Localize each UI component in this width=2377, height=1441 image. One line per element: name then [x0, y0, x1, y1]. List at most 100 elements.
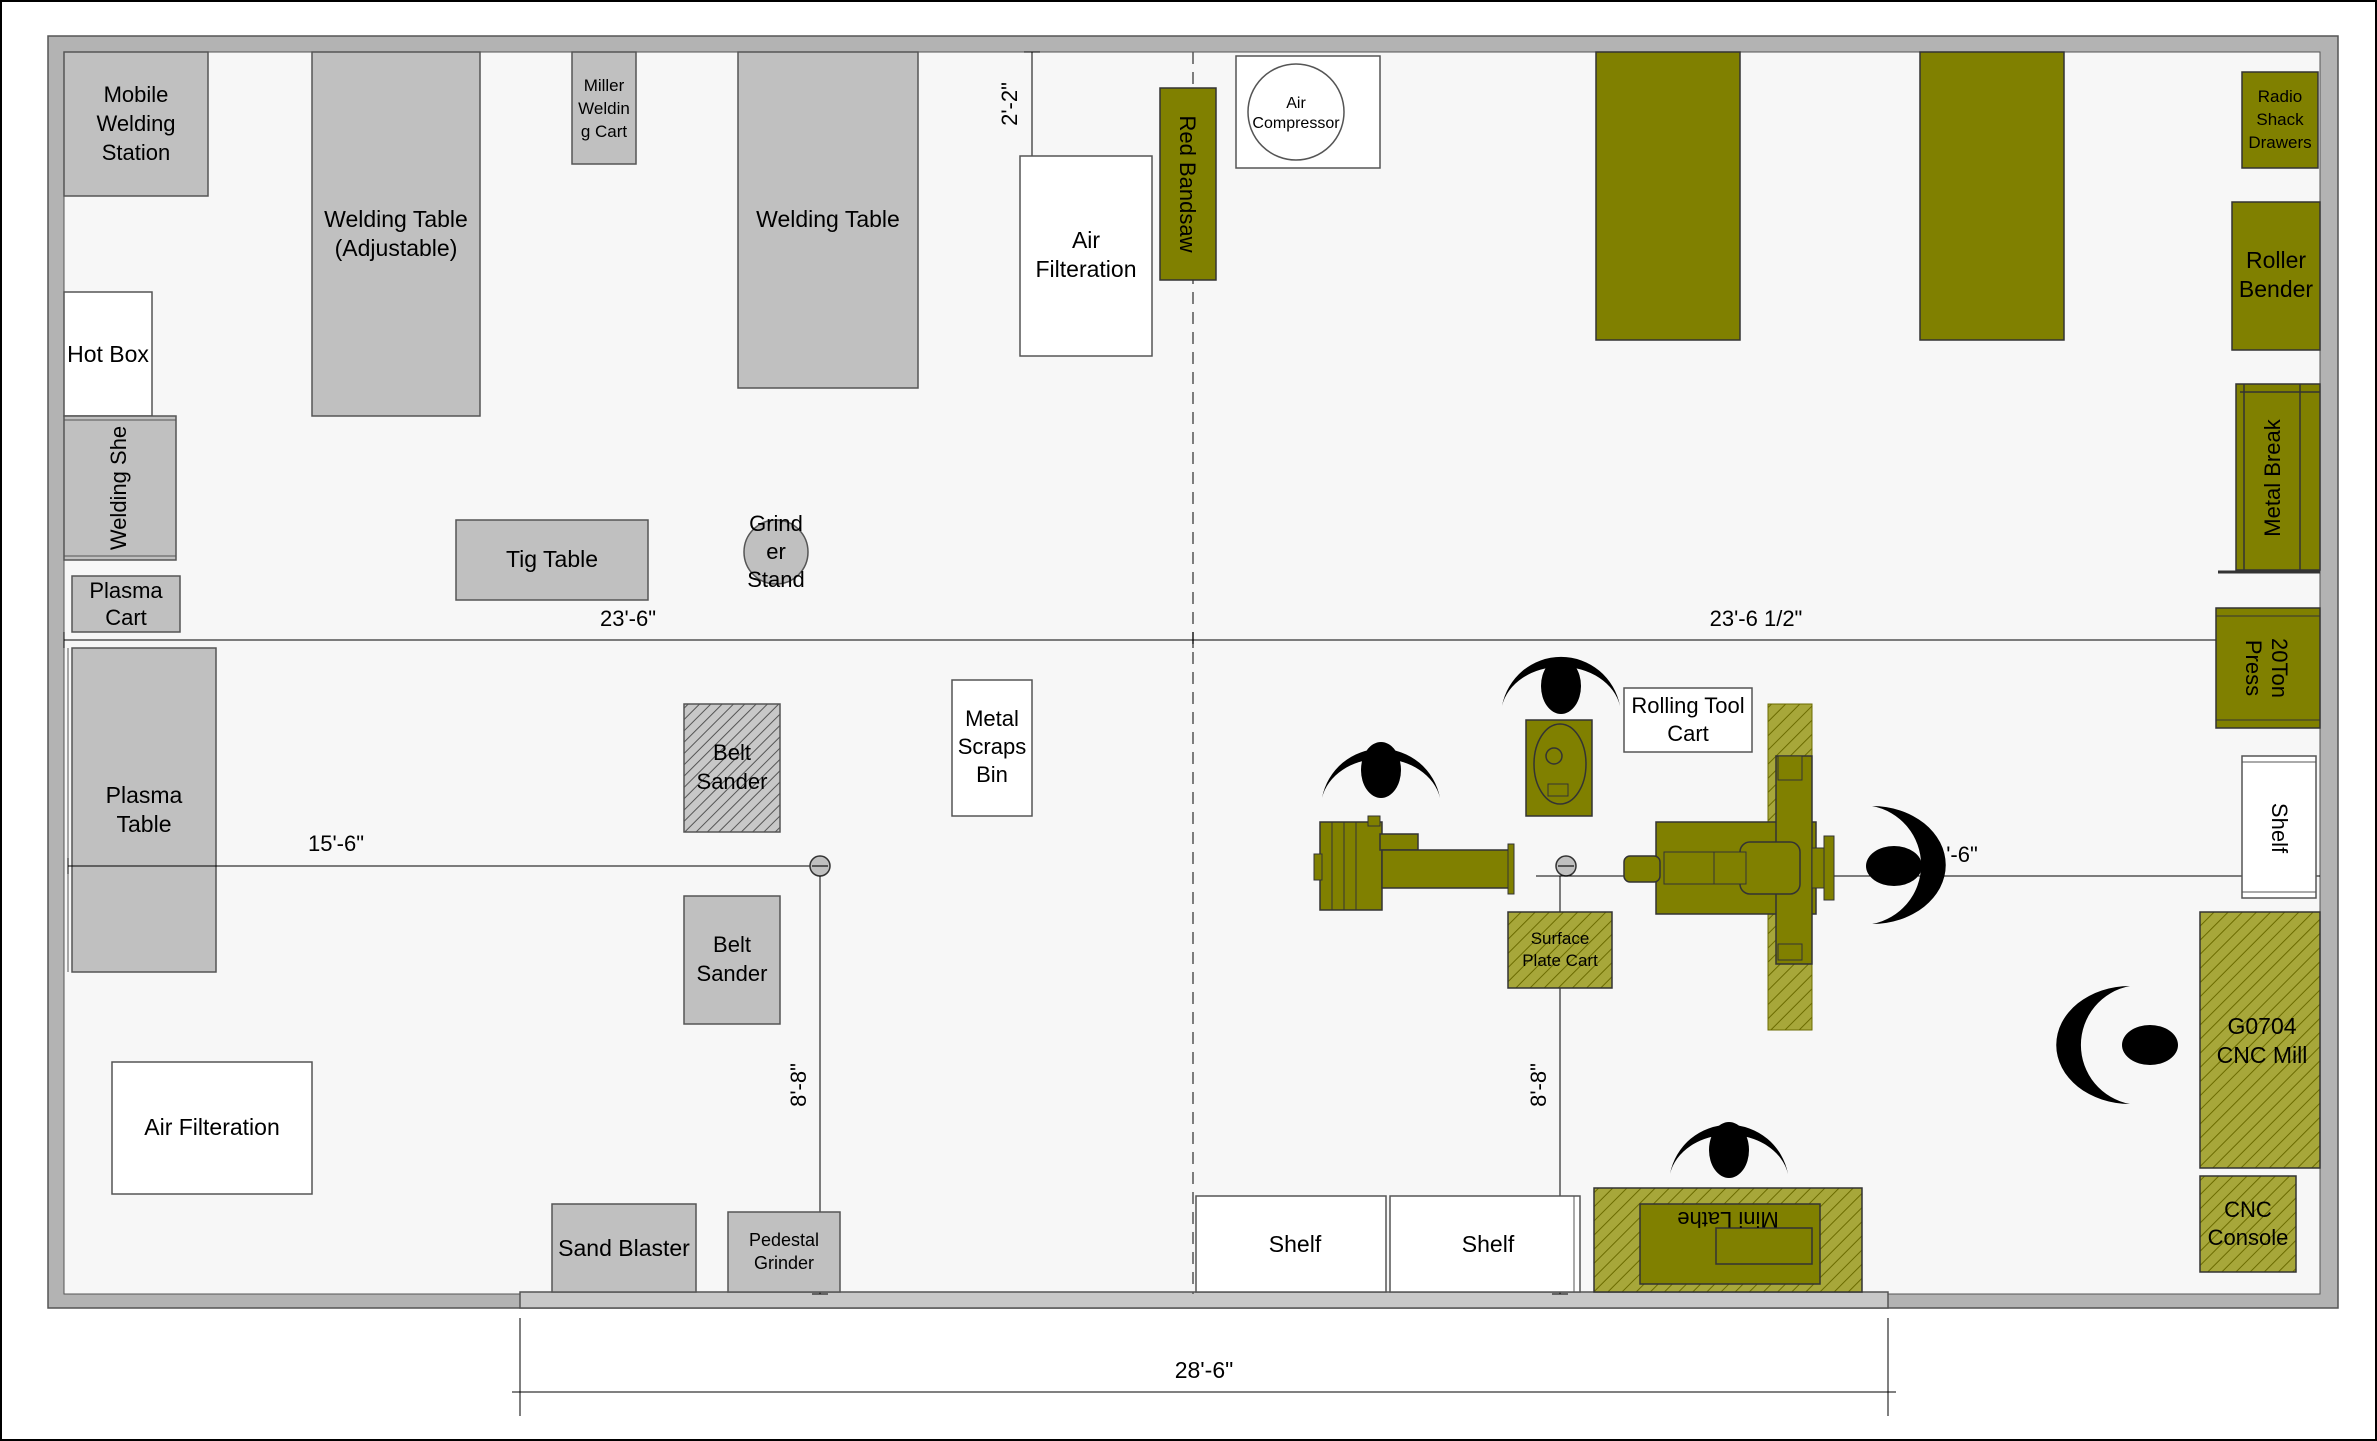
storage-rack-2 [1919, 51, 2065, 341]
svg-text:Miller: Miller [584, 76, 625, 95]
svg-text:Sand Blaster: Sand Blaster [558, 1235, 690, 1261]
dimension-width-line: 23'-6" 23'-6 1/2" [63, 606, 2218, 648]
svg-text:Surface: Surface [1531, 929, 1590, 948]
svg-text:Sander: Sander [697, 961, 768, 986]
operator-icon-2 [1502, 656, 1620, 714]
svg-text:Shelf: Shelf [1462, 1231, 1515, 1257]
svg-text:Pedestal: Pedestal [749, 1230, 819, 1250]
svg-text:Table: Table [117, 811, 172, 837]
svg-text:Air Filteration: Air Filteration [144, 1114, 279, 1140]
operator-icon-3 [1670, 1122, 1788, 1178]
svg-text:8'-8": 8'-8" [786, 1063, 811, 1107]
surface-plate-cart: Surface Plate Cart [1507, 911, 1613, 989]
dimension-right-post: '-6" [1946, 842, 1978, 867]
svg-text:Cart: Cart [105, 605, 147, 630]
roller-bender: Roller Bender [2231, 201, 2321, 351]
drill-press-cart [1525, 719, 1593, 817]
air-filteration-top: Air Filteration [1019, 155, 1153, 357]
welding-shelf: Welding She [63, 415, 177, 561]
plasma-table: Plasma Table [67, 647, 217, 973]
svg-text:Metal Break: Metal Break [2260, 418, 2285, 536]
mobile-welding-station-line3: Station [102, 140, 171, 165]
svg-text:Filteration: Filteration [1036, 256, 1137, 282]
shelf-1: Shelf [1195, 1195, 1387, 1293]
svg-text:G0704: G0704 [2227, 1013, 2296, 1039]
operator-icon-5 [2056, 986, 2178, 1104]
dimension-15-6: 15'-6" [67, 831, 820, 874]
svg-text:er: er [766, 539, 786, 564]
svg-text:Hot Box: Hot Box [67, 341, 149, 367]
svg-text:Stand: Stand [747, 567, 805, 592]
svg-text:Belt: Belt [713, 740, 751, 765]
svg-text:28'-6": 28'-6" [1175, 1357, 1234, 1383]
svg-text:20Ton: 20Ton [2267, 638, 2292, 698]
svg-text:Mini Lathe: Mini Lathe [1677, 1207, 1779, 1232]
radio-shack-drawers: Radio Shack Drawers [2241, 71, 2319, 169]
belt-sander-hatched: Belt Sander [683, 703, 781, 833]
svg-text:Air: Air [1286, 95, 1306, 112]
sand-blaster: Sand Blaster [551, 1203, 697, 1293]
storage-rack-1 [1595, 51, 1741, 341]
shelf-2: Shelf [1389, 1195, 1581, 1293]
svg-text:g Cart: g Cart [581, 122, 628, 141]
metal-lathe-machine [1313, 815, 1515, 911]
grinder-stand: Grind er Stand [743, 511, 809, 592]
svg-text:Metal: Metal [965, 706, 1019, 731]
svg-text:Plasma: Plasma [106, 782, 183, 808]
red-bandsaw: Red Bandsaw [1159, 87, 1217, 281]
svg-text:Shelf: Shelf [1269, 1231, 1322, 1257]
svg-text:Sander: Sander [697, 769, 768, 794]
mobile-welding-station-line2: Welding [96, 111, 175, 136]
svg-text:Welding She: Welding She [106, 426, 131, 550]
svg-text:Cart: Cart [1667, 721, 1709, 746]
svg-text:Tig Table: Tig Table [506, 546, 598, 572]
svg-text:Radio: Radio [2258, 87, 2302, 106]
metal-scraps-bin: Metal Scraps Bin [951, 679, 1033, 817]
air-compressor: Air Compressor [1235, 55, 1381, 169]
svg-text:Plate Cart: Plate Cart [1522, 951, 1598, 970]
svg-text:Compressor: Compressor [1252, 115, 1340, 132]
svg-text:Grinder: Grinder [754, 1253, 814, 1273]
svg-text:Welding Table: Welding Table [756, 206, 900, 232]
svg-text:CNC: CNC [2224, 1197, 2272, 1222]
dimension-right-half: 23'-6 1/2" [1710, 606, 1803, 631]
svg-text:Roller: Roller [2246, 247, 2306, 273]
dimension-door-width: 28'-6" [512, 1318, 1896, 1416]
svg-text:Grind: Grind [749, 511, 803, 536]
svg-text:(Adjustable): (Adjustable) [335, 235, 458, 261]
svg-text:Air: Air [1072, 227, 1100, 253]
cnc-console: CNC Console [2199, 1175, 2297, 1273]
rolling-tool-cart: Rolling Tool Cart [1623, 687, 1753, 753]
svg-text:8'-8": 8'-8" [1526, 1063, 1551, 1107]
miller-welding-cart: Miller Weldin g Cart [571, 51, 637, 165]
welding-table-adjustable: Welding Table (Adjustable) [311, 51, 481, 417]
svg-text:2'-2": 2'-2" [997, 82, 1022, 126]
svg-text:Shelf: Shelf [2267, 803, 2292, 854]
svg-text:Rolling Tool: Rolling Tool [1631, 693, 1744, 718]
svg-text:Bin: Bin [976, 762, 1008, 787]
svg-text:Drawers: Drawers [2248, 133, 2311, 152]
operator-icon-1 [1322, 742, 1440, 798]
belt-sander: Belt Sander [683, 895, 781, 1025]
air-filteration-bottom: Air Filteration [111, 1061, 313, 1195]
svg-text:Weldin: Weldin [578, 99, 630, 118]
svg-text:Press: Press [2241, 640, 2266, 696]
plasma-cart: Plasma Cart [71, 575, 181, 633]
mobile-welding-station: Mobile Welding Station [63, 51, 209, 197]
shelf-right: Shelf [2241, 755, 2317, 899]
support-post-left [809, 855, 831, 877]
svg-text:15'-6": 15'-6" [308, 831, 364, 856]
garage-door [519, 1291, 1889, 1309]
svg-text:Red Bandsaw: Red Bandsaw [1175, 116, 1200, 253]
dimension-2-2: 2'-2" [997, 51, 1040, 157]
pedestal-grinder: Pedestal Grinder [727, 1211, 841, 1293]
svg-text:CNC Mill: CNC Mill [2217, 1042, 2308, 1068]
large-machine [1623, 703, 1835, 1031]
mobile-welding-station-line1: Mobile [104, 82, 169, 107]
svg-text:Belt: Belt [713, 932, 751, 957]
svg-text:Scraps: Scraps [958, 734, 1026, 759]
svg-text:Welding Table: Welding Table [324, 206, 468, 232]
svg-text:Plasma: Plasma [89, 578, 163, 603]
svg-text:Console: Console [2208, 1225, 2289, 1250]
